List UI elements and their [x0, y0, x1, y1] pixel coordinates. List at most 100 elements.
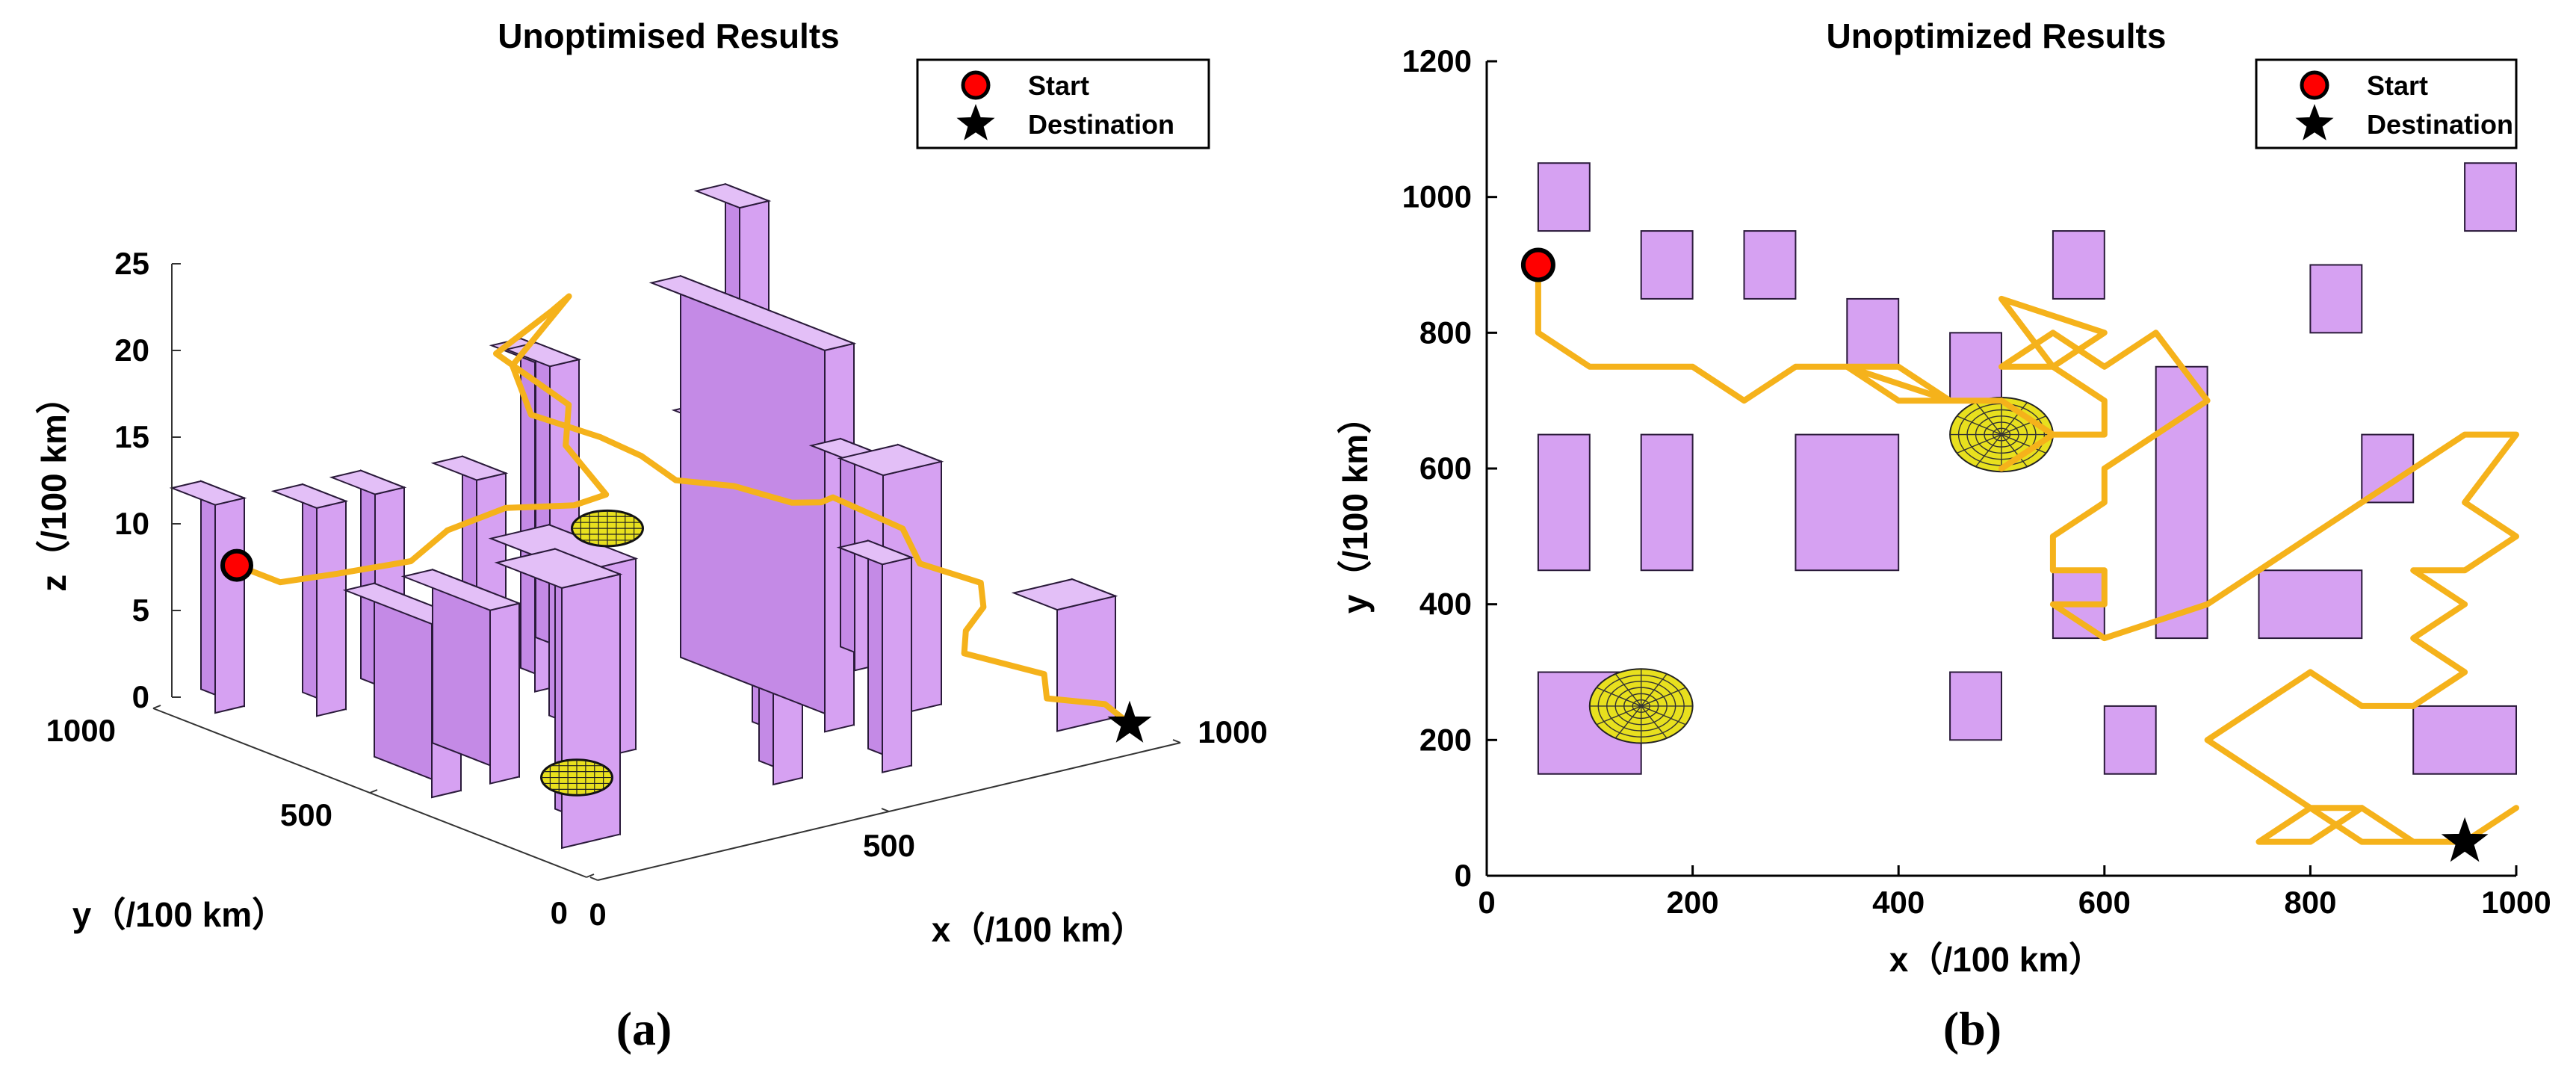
- legend-destination-label: Destination: [2367, 109, 2513, 140]
- building-top-face: [270, 483, 349, 509]
- building-top-face: [329, 469, 407, 495]
- obstacle-rect: [1743, 230, 1797, 300]
- z-axis-label-a: z（/100 km）: [34, 380, 73, 592]
- obstacle-rect: [1537, 162, 1591, 232]
- obstacle-building: [836, 539, 914, 773]
- x-tick-label: 800: [2284, 885, 2336, 920]
- obstacle-rect: [2258, 569, 2363, 640]
- threat-mesh-spoke: [1641, 687, 1686, 707]
- y-tick-label: 1200: [1402, 43, 1472, 78]
- z-tick-label: 10: [114, 506, 149, 541]
- y-tick-label: 500: [280, 797, 332, 832]
- legend-box: [2255, 58, 2518, 149]
- threat-mesh-spoke: [2001, 402, 2028, 436]
- chart-title-b: Unoptimized Results: [1827, 16, 2167, 55]
- flight-path-2d: [1520, 247, 2519, 862]
- legend-start-label: Start: [1028, 70, 1089, 101]
- building-front-face: [214, 497, 245, 714]
- obstacle-building: [169, 480, 247, 714]
- x-tick-label: 1000: [1198, 714, 1267, 749]
- y-tick-label: 1000: [46, 713, 116, 748]
- y-tick-label: 800: [1419, 315, 1472, 350]
- obstacle-rect: [1640, 433, 1694, 572]
- threat-mesh-spoke: [2001, 415, 2046, 436]
- obstacle-buildings-3d: [169, 182, 1118, 850]
- threat-mesh-spoke: [1641, 705, 1668, 739]
- building-top-face: [1011, 578, 1118, 611]
- z-tick-label: 15: [114, 419, 149, 454]
- y-tick-mark: [586, 874, 595, 878]
- destination-marker: [2441, 817, 2489, 862]
- y-tick-label: 1000: [1402, 179, 1472, 214]
- legend-destination-label: Destination: [1028, 109, 1174, 140]
- x-tick-label: 600: [2078, 885, 2131, 920]
- building-front-face: [1056, 595, 1116, 732]
- building-front-face: [882, 556, 912, 773]
- obstacle-building: [329, 469, 407, 704]
- obstacle-rect: [1537, 433, 1591, 572]
- y-tick-mark: [369, 789, 378, 794]
- x-tick-label: 0: [1478, 885, 1495, 920]
- x-axis-label-a: x（/100 km）: [932, 910, 1145, 949]
- legend-start-marker: [961, 70, 991, 100]
- threat-mesh-spoke: [1596, 705, 1641, 726]
- legend-destination-marker: [2295, 104, 2334, 140]
- y-tick-label: 600: [1419, 451, 1472, 486]
- building-front-face: [489, 602, 520, 785]
- threat-mesh-spoke: [1957, 415, 2002, 436]
- path-line: [1535, 265, 2519, 845]
- building-top-face: [693, 183, 772, 209]
- obstacle-rect: [1795, 433, 1900, 572]
- x-tick-mark: [881, 808, 890, 812]
- x-tick-label: 200: [1667, 885, 1719, 920]
- flight-path-3d: [220, 293, 1152, 743]
- building-top-face: [169, 480, 247, 506]
- obstacle-rect: [2103, 705, 2157, 775]
- obstacle-rect: [1640, 230, 1694, 300]
- building-top-face: [836, 539, 914, 566]
- obstacle-building: [270, 483, 349, 717]
- threat-mesh-spoke: [2001, 434, 2028, 467]
- threat-mesh-spoke: [2001, 433, 2046, 454]
- z-tick-label: 20: [114, 333, 149, 368]
- threat-zones-2d: [1588, 396, 2054, 744]
- start-marker: [1520, 247, 1555, 282]
- chart-title-a: Unoptimised Results: [498, 16, 840, 55]
- building-front-face: [561, 573, 621, 850]
- obstacle-rect: [2361, 433, 2415, 504]
- y-axis-label-b: y（/100 km）: [1336, 400, 1375, 613]
- obstacle-rect: [2412, 705, 2517, 775]
- y-tick-mark: [152, 705, 161, 709]
- threat-mesh-spoke: [1641, 705, 1686, 726]
- obstacle-rect: [1949, 671, 2003, 741]
- x-tick-mark: [589, 876, 598, 881]
- threat-mesh-spoke: [1614, 673, 1642, 707]
- legend-start-label: Start: [2367, 70, 2428, 101]
- y-tick-label: 0: [1455, 858, 1472, 893]
- threat-mesh-spoke: [1614, 705, 1642, 739]
- obstacle-rect: [2052, 230, 2105, 300]
- y-axis-label-a: y（/100 km）: [72, 895, 286, 934]
- building-top-face: [400, 569, 522, 611]
- legend-destination-marker: [956, 104, 995, 140]
- path-line: [235, 293, 1132, 726]
- building-top-face: [837, 444, 944, 477]
- x-tick-mark: [1172, 739, 1181, 743]
- building-top-face: [488, 524, 639, 573]
- obstacle-rect: [2309, 264, 2363, 334]
- x-tick-label: 0: [589, 897, 606, 932]
- panel-label-a: (a): [616, 1002, 672, 1055]
- obstacle-building: [1011, 578, 1118, 732]
- destination-marker: [1107, 700, 1152, 743]
- obstacle-rect: [2464, 162, 2518, 232]
- z-tick-label: 0: [132, 679, 149, 714]
- threat-mesh-spoke: [1975, 402, 2002, 436]
- building-front-face: [316, 500, 347, 717]
- legend-start-marker: [2300, 70, 2329, 100]
- y-tick-label: 400: [1419, 587, 1472, 622]
